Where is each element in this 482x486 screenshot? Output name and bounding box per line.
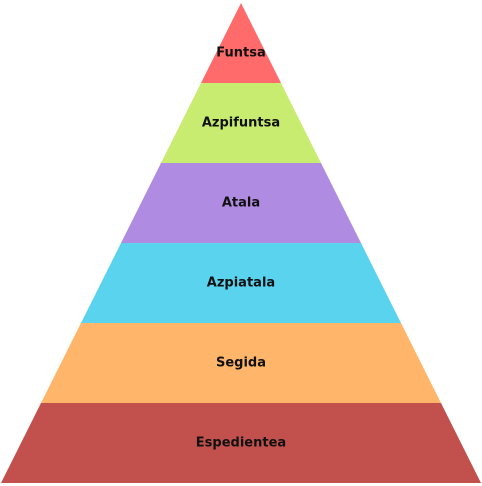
pyramid-layer-segida (41, 323, 441, 403)
pyramid-labels: FuntsaAzpifuntsaAtalaAzpiatalaSegidaEspe… (196, 46, 286, 451)
pyramid-layers (1, 3, 481, 483)
pyramid-layer-label-espedientea: Espedientea (196, 436, 286, 451)
pyramid-layer-label-atala: Atala (222, 196, 260, 211)
pyramid-layer-label-azpifuntsa: Azpifuntsa (202, 116, 280, 131)
pyramid-layer-label-funtsa: Funtsa (216, 46, 265, 61)
pyramid-layer-label-segida: Segida (216, 356, 266, 371)
pyramid-layer-funtsa (201, 3, 281, 83)
pyramid-layer-azpiatala (81, 243, 401, 323)
pyramid-layer-azpifuntsa (161, 83, 321, 163)
pyramid-layer-atala (121, 163, 361, 243)
pyramid-layer-espedientea (1, 403, 481, 483)
pyramid-layer-label-azpiatala: Azpiatala (207, 276, 275, 291)
